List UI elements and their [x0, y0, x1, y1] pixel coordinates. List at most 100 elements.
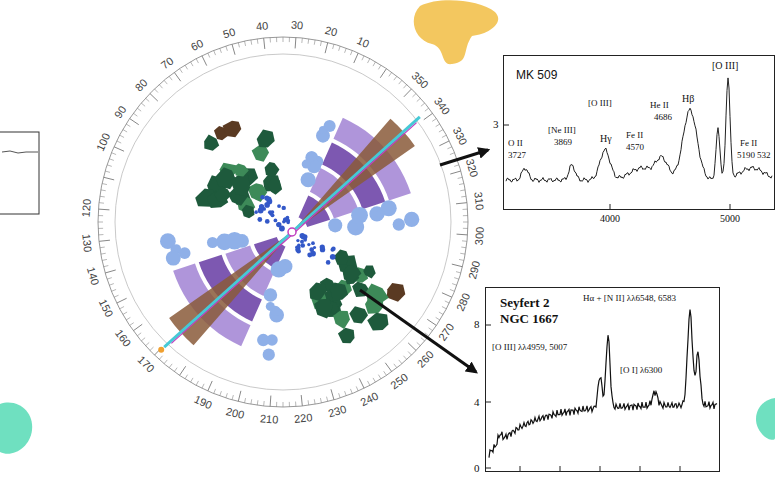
- torus-cloud: [268, 178, 282, 195]
- protractor-tick: [439, 141, 449, 146]
- cyan-cloud: [756, 398, 775, 440]
- protractor-tick: [214, 50, 216, 55]
- protractor-tick: [368, 59, 370, 63]
- protractor-tick: [109, 159, 114, 161]
- protractor-tick: [264, 38, 265, 49]
- angle-number: 70: [159, 54, 176, 71]
- protractor-tick: [232, 395, 233, 400]
- narrow-line-cloud: [348, 222, 358, 232]
- protractor-inner-rim: [115, 54, 451, 390]
- protractor-tick: [461, 247, 466, 249]
- protractor-tick: [295, 37, 297, 48]
- protractor-tick: [105, 171, 110, 172]
- angle-number: 40: [256, 19, 269, 32]
- torus-cloud: [265, 162, 280, 177]
- pointer-arrow: [440, 150, 488, 165]
- protractor-tick: [101, 189, 106, 191]
- jet: [292, 117, 420, 232]
- protractor-tick: [452, 264, 463, 267]
- protractor-tick: [270, 396, 272, 407]
- protractor-tick: [308, 39, 310, 44]
- broad-line-cloud: [300, 240, 304, 244]
- protractor-tick: [301, 395, 302, 406]
- narrow-line-cloud: [376, 210, 384, 218]
- angle-number: 210: [260, 412, 279, 425]
- angle-number: 260: [414, 348, 435, 370]
- protractor-tick: [345, 48, 347, 53]
- protractor-tick: [250, 40, 252, 45]
- protractor-tick: [463, 228, 468, 229]
- spectrum-trace: [506, 78, 772, 182]
- angle-number: 30: [290, 19, 303, 32]
- spectrum-label: 532: [757, 150, 771, 160]
- protractor-tick: [105, 270, 116, 273]
- angle-number: 190: [192, 393, 214, 411]
- broad-line-cloud: [311, 241, 315, 245]
- protractor-tick: [191, 378, 194, 382]
- angle-number: 90: [111, 103, 128, 120]
- protractor-tick: [373, 62, 376, 66]
- spectrum-label: Hγ: [600, 133, 612, 144]
- protractor-tick: [276, 37, 277, 42]
- protractor-tick: [403, 85, 406, 89]
- torus-cloud: [252, 145, 269, 162]
- protractor-tick: [109, 284, 114, 286]
- narrow-line-cloud: [207, 237, 218, 248]
- protractor-tick: [220, 48, 222, 53]
- angle-number: 330: [451, 125, 470, 147]
- protractor-tick: [146, 342, 150, 345]
- angle-number: 170: [135, 353, 157, 374]
- protractor-tick: [385, 363, 391, 372]
- broad-line-cloud: [320, 244, 325, 249]
- broad-line-cloud: [313, 246, 316, 249]
- angle-number: 120: [80, 199, 93, 218]
- jet-core: [171, 233, 294, 343]
- torus-cloud: [233, 164, 248, 177]
- spectrum-label: O II: [508, 138, 523, 148]
- protractor-tick: [456, 203, 467, 204]
- protractor-tick: [220, 391, 222, 396]
- protractor: [98, 37, 468, 407]
- protractor-tick: [245, 398, 246, 403]
- protractor-tick: [301, 38, 303, 43]
- protractor-tick: [130, 323, 134, 326]
- spectrum-label: [O III]: [588, 98, 612, 108]
- broad-line-cloud: [296, 239, 299, 242]
- protractor-tick: [354, 53, 358, 63]
- angle-number: 160: [113, 327, 133, 349]
- torus-cloud: [223, 121, 242, 137]
- protractor-tick: [399, 80, 402, 84]
- spectrum-label: 4: [474, 396, 480, 408]
- narrow-line-cloud: [263, 349, 275, 361]
- angle-number: 50: [221, 25, 236, 40]
- spectrum-label: [O III]: [712, 60, 738, 71]
- protractor-tick: [442, 307, 446, 309]
- protractor-tick: [238, 391, 241, 402]
- protractor-tick: [327, 397, 328, 402]
- protractor-tick: [101, 253, 106, 255]
- narrow-line-cloud: [404, 212, 419, 227]
- protractor-tick: [283, 402, 284, 407]
- protractor-tick: [202, 384, 204, 388]
- protractor-tick: [350, 389, 352, 394]
- torus-cloud: [363, 266, 375, 279]
- protractor-tick: [442, 135, 446, 137]
- protractor-tick: [150, 93, 158, 101]
- protractor-tick: [356, 386, 358, 391]
- angle-number: 100: [94, 131, 112, 153]
- spectrum-label: [O I] λ6300: [620, 365, 662, 375]
- protractor-tick: [425, 108, 429, 111]
- narrow-line-cloud: [328, 218, 342, 232]
- protractor-tick: [257, 400, 259, 405]
- spectrum-label: 8: [474, 318, 480, 330]
- protractor-tick: [454, 165, 459, 167]
- spectrum-label: 4000: [600, 213, 620, 224]
- protractor-tick: [436, 124, 440, 127]
- angle-number: 200: [225, 405, 246, 421]
- narrow-line-cloud: [166, 251, 181, 266]
- protractor-tick: [452, 284, 457, 286]
- spectrum-label: [Ne III]: [548, 125, 576, 135]
- protractor-tick: [289, 402, 290, 407]
- spectrum-label: 0: [474, 462, 480, 474]
